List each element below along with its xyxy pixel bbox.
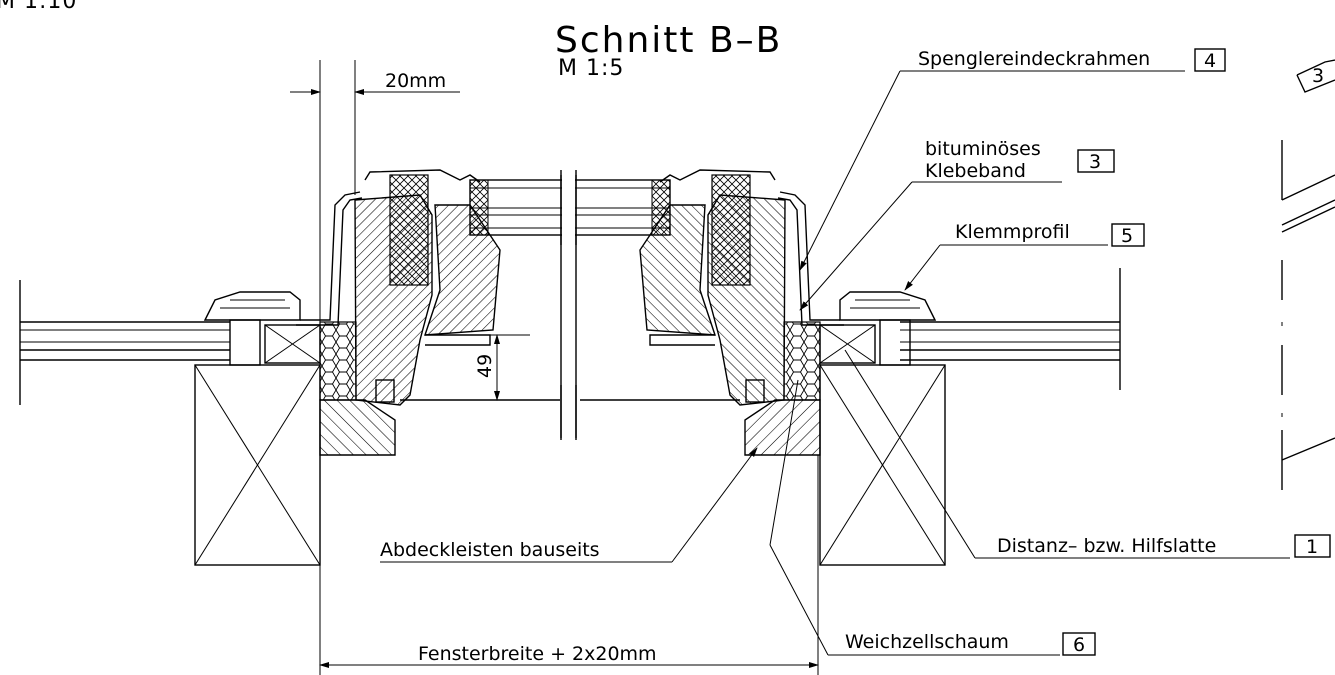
label-distanz-num: 1 — [1306, 536, 1318, 558]
label-weichzellschaum: Weichzellschaum — [845, 631, 1009, 653]
label-klemmprofil-box — [1111, 223, 1145, 247]
label-bitumen-line1: bituminöses — [925, 138, 1041, 160]
section-title: Schnitt B–B — [555, 20, 782, 61]
left-roof-layers — [19, 280, 230, 405]
right-rafter — [819, 364, 946, 566]
dimension-49 — [475, 334, 530, 401]
label-weichzellschaum-box — [1062, 632, 1096, 656]
label-weichzellschaum-num: 6 — [1073, 634, 1085, 656]
label-klemmprofil-num: 5 — [1121, 225, 1133, 247]
dimension-width — [319, 455, 819, 675]
label-spenglereindeckrahmen-num: 4 — [1204, 50, 1216, 72]
label-klemmprofil: Klemmprofil — [955, 221, 1070, 243]
right-frame-assembly — [580, 169, 937, 456]
label-spenglereindeckrahmen-box — [1194, 48, 1226, 72]
dimension-width-label: Fensterbreite + 2x20mm — [418, 643, 657, 665]
label-distanz: Distanz– bzw. Hilfslatte — [997, 535, 1216, 557]
right-partial-detail — [1281, 59, 1335, 490]
left-rafter — [194, 364, 321, 566]
label-bitumen-box — [1077, 149, 1115, 173]
dimension-20mm-label: 20mm — [385, 70, 446, 92]
label-spenglereindeckrahmen: Spenglereindeckrahmen — [918, 48, 1150, 70]
corner-scale-text: M 1:10 — [0, 0, 77, 14]
label-bitumen-num: 3 — [1089, 151, 1101, 173]
label-distanz-box — [1294, 534, 1331, 558]
dimension-49-label: 49 — [474, 354, 496, 378]
glazing-unit — [469, 170, 671, 440]
label-abdeckleisten: Abdeckleisten bauseits — [380, 539, 600, 561]
right-roof-layers — [900, 268, 1121, 390]
left-frame-assembly — [203, 169, 560, 456]
dimension-20mm — [290, 60, 460, 322]
section-scale: M 1:5 — [558, 56, 624, 81]
right-detail-tag: 3 — [1312, 65, 1324, 87]
label-bitumen-line2: Klebeband — [925, 160, 1026, 182]
